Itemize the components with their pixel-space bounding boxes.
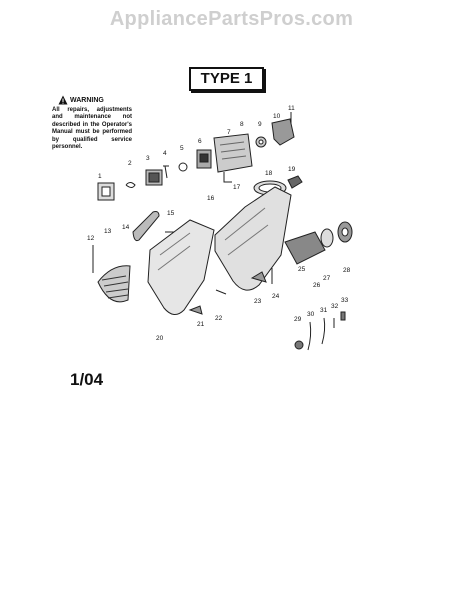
part-6-switch (196, 149, 212, 169)
part-label: 1 (98, 173, 102, 180)
warning-title: WARNING (70, 97, 104, 104)
part-label: 20 (156, 335, 164, 342)
part-5-oring (178, 162, 188, 172)
part-27-ring (320, 228, 334, 248)
part-label: 13 (104, 228, 112, 235)
part-17-linkage (223, 172, 232, 183)
part-label: 24 (272, 293, 280, 300)
part-9-washer (255, 136, 267, 148)
part-label: 4 (163, 150, 167, 157)
part-label: 5 (180, 145, 184, 152)
part-label: 8 (240, 121, 244, 128)
warning-triangle-icon (58, 95, 68, 105)
part-30-tube (307, 321, 312, 351)
part-label: 17 (233, 184, 241, 191)
part-label: 33 (341, 297, 349, 304)
site-watermark: AppliancePartsPros.com (109, 8, 354, 30)
part-31-tube (321, 317, 326, 345)
part-label: 16 (207, 195, 215, 202)
part-22-pin (215, 289, 227, 295)
part-label: 9 (258, 121, 262, 128)
part-8-cover-plate (213, 133, 253, 173)
part-label: 31 (320, 307, 328, 314)
part-29-washer (294, 340, 304, 350)
part-label: 32 (331, 303, 339, 310)
part-23-bracket (250, 271, 267, 283)
part-label: 22 (215, 315, 223, 322)
part-label: 7 (227, 129, 231, 136)
part-label: 23 (254, 298, 262, 305)
part-label: 18 (265, 170, 273, 177)
part-21-clip (188, 305, 203, 315)
warning-text: All repairs, adjustments and maintenance… (52, 107, 132, 151)
type-label: TYPE 1 (189, 67, 264, 91)
part-label: 26 (313, 282, 321, 289)
part-20-housing-left (147, 219, 215, 315)
part-26-nozzle (284, 231, 326, 265)
part-label: 27 (323, 275, 331, 282)
part-13-grille (97, 265, 131, 303)
part-label: 21 (197, 321, 205, 328)
part-label: 6 (198, 138, 202, 145)
part-label: 15 (167, 210, 175, 217)
part-label: 30 (307, 311, 315, 318)
part-33-plug (340, 311, 346, 321)
part-label: 28 (343, 267, 351, 274)
part-label: 3 (146, 155, 150, 162)
part-10-bracket (271, 118, 295, 146)
part-4-screw (163, 165, 169, 179)
part-3-adapter (145, 169, 163, 186)
part-1-gasket (97, 182, 115, 201)
part-label: 2 (128, 160, 132, 167)
part-14-handle (132, 211, 160, 242)
part-label: 12 (87, 235, 95, 242)
part-2-clip (125, 182, 136, 188)
part-label: 29 (294, 316, 302, 323)
part-19-knob (287, 175, 303, 189)
date-code: 1/04 (70, 370, 104, 389)
part-label: 25 (298, 266, 306, 273)
part-label: 14 (122, 224, 130, 231)
part-16-housing-right (214, 186, 292, 291)
part-28-fan (337, 221, 353, 243)
part-label: 10 (273, 113, 281, 120)
part-label: 19 (288, 166, 296, 173)
part-number-labels: 1 2 3 4 5 6 7 8 9 10 11 12 13 14 15 16 1… (87, 105, 351, 342)
part-label: 11 (288, 105, 295, 112)
